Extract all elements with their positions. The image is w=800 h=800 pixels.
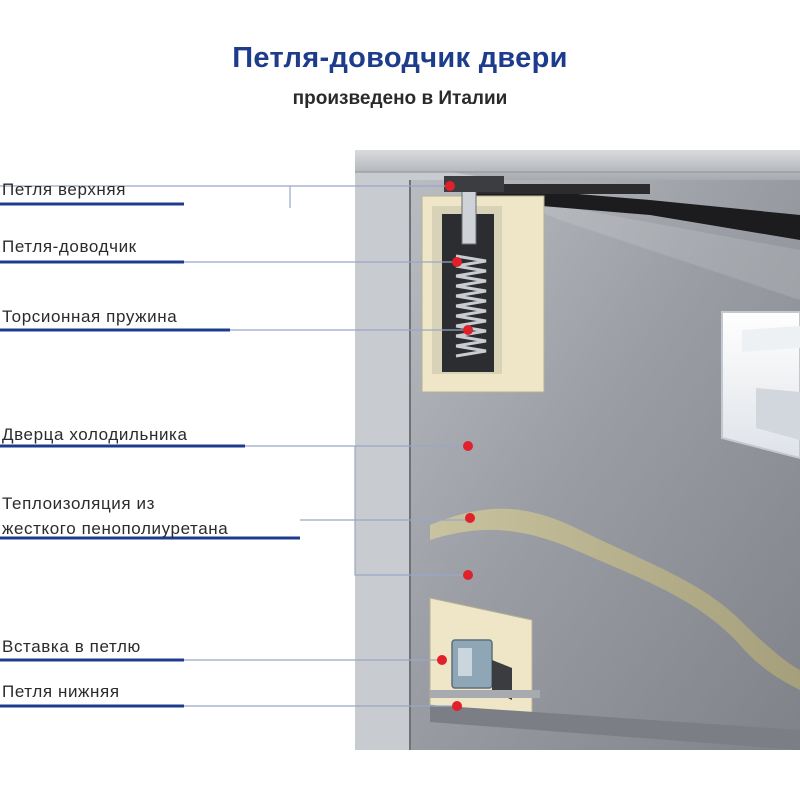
spring-coil [455, 254, 487, 268]
top-hinge-recess [421, 176, 545, 393]
marker-hinge-bottom [452, 701, 462, 711]
spring-coil [455, 264, 487, 278]
spring-coil [455, 314, 487, 328]
door-bottom-edge [430, 705, 800, 750]
callout-markers [437, 181, 475, 711]
diagram-subtitle: произведено в Италии [292, 88, 508, 109]
label-torsion-spring: Торсионная пружина [2, 307, 177, 326]
label-hinge-closer: Петля-доводчик [2, 237, 137, 256]
door-handle [721, 311, 800, 460]
bottom-hinge-recess [429, 597, 540, 721]
spring-coil [455, 294, 487, 308]
label-insulation-line1: Теплоизоляция из [2, 494, 155, 513]
torsion-spring [455, 254, 487, 358]
marker-fridge-door-1 [463, 441, 473, 451]
spring-coil [455, 284, 487, 298]
spring-coil [455, 334, 487, 348]
label-insulation-line2: жесткого пенополиуретана [2, 519, 228, 538]
spring-coil [455, 344, 487, 358]
marker-insulation [465, 513, 475, 523]
spring-coil [455, 274, 487, 288]
marker-hinge-insert [437, 655, 447, 665]
spring-coil [455, 304, 487, 318]
label-fridge-door: Дверца холодильника [2, 425, 188, 444]
label-hinge-insert: Вставка в петлю [2, 637, 141, 656]
marker-fridge-door-2 [463, 570, 473, 580]
top-rod [470, 184, 800, 240]
marker-hinge-closer [452, 257, 462, 267]
insulation-foam-section [430, 508, 800, 690]
marker-hinge-top [445, 181, 455, 191]
label-hinge-bottom: Петля нижняя [2, 682, 120, 701]
diagram-title: Петля-доводчик двери [232, 42, 568, 74]
callout-hinge-top [0, 185, 450, 208]
label-underlines [0, 202, 300, 708]
label-hinge-top: Петля верхняя [2, 180, 126, 199]
marker-torsion-spring [463, 325, 473, 335]
